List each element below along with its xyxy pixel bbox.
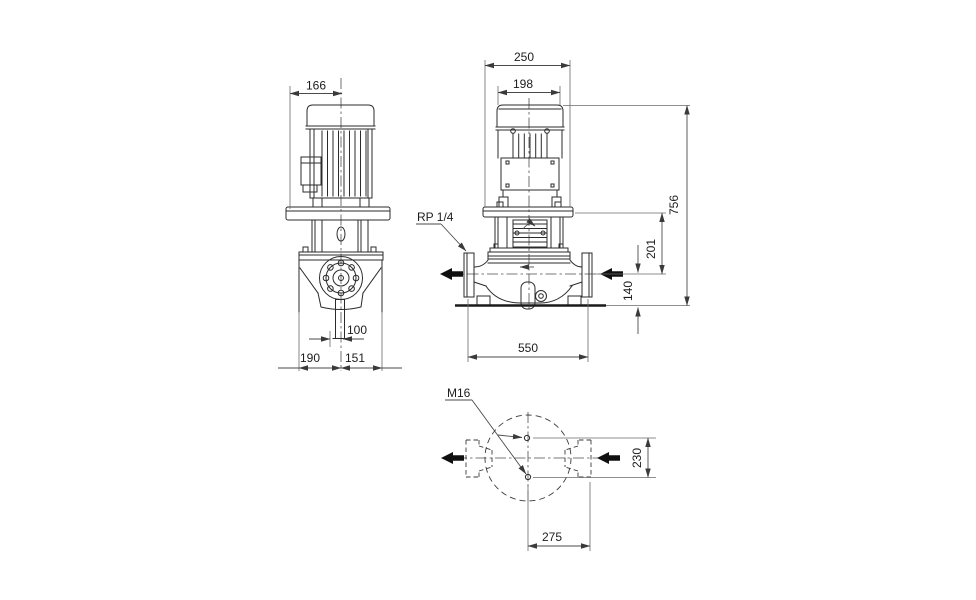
dim-label-151: 151 [345,351,365,365]
motor-outline-plan [484,414,572,502]
terminal-box [300,156,322,186]
callout-m16: M16 [445,386,527,475]
dim-201: 201 [575,212,666,275]
dim-label-275: 275 [542,530,562,544]
motor-stool-plate [285,206,391,221]
stool-plate-front [482,206,574,218]
outlet-flange [463,252,475,298]
terminal-box-front [500,157,560,191]
eyebolt [544,128,550,134]
rotation-direction-icon [522,218,536,230]
dim-label-100: 100 [347,323,367,337]
pump-flange-face [319,256,363,300]
dim-label-190: 190 [300,351,320,365]
plan-view: M16 230 275 [441,386,656,551]
inlet-flange [581,252,593,298]
dim-250: 250 [484,50,571,207]
dim-190-151: 190 151 [278,312,402,371]
dim-198: 198 [497,77,561,105]
dim-275: 275 [527,482,591,551]
dim-230: 230 [533,437,656,478]
side-view: 166 100 190 151 [278,78,402,371]
volute-outline [298,259,383,313]
flow-arrow-outlet-plan [441,452,464,464]
dim-100: 100 [309,323,367,347]
flow-arrow-outlet-front [440,268,463,280]
callout-rp14: RP 1/4 [416,210,467,252]
m16-label: M16 [447,386,471,400]
outlet-flange-plan [465,439,493,478]
dim-label-550: 550 [518,341,538,355]
dim-166: 166 [289,79,343,209]
eyebolt [510,128,516,134]
dim-label-250: 250 [514,50,534,64]
coupling [336,226,346,242]
dim-label-230: 230 [630,448,644,468]
motor-fins [321,130,367,197]
motor-fan-cover [306,104,375,127]
dim-label-140: 140 [621,281,635,301]
dim-140: 140 [621,245,641,334]
drain-pipe [335,299,345,339]
dim-label-198: 198 [513,77,533,91]
bolt-hole [523,434,531,442]
dim-label-756: 756 [667,195,681,215]
dim-550: 550 [467,299,589,362]
inlet-flange-plan [564,439,592,478]
volute-front [463,252,593,310]
coupling-guard [512,219,548,248]
bolt-hole [524,473,532,481]
front-view: 250 198 RP 1/4 756 201 [416,50,690,362]
dim-label-166: 166 [306,79,326,93]
flow-arrow-inlet-plan [597,452,620,464]
dim-756: 756 [563,105,690,306]
motor-fins-front [512,133,548,158]
dim-label-201: 201 [644,239,658,259]
drain-boss [520,281,536,310]
motor-fan-cover-front [496,104,564,128]
rp14-label: RP 1/4 [417,210,454,224]
